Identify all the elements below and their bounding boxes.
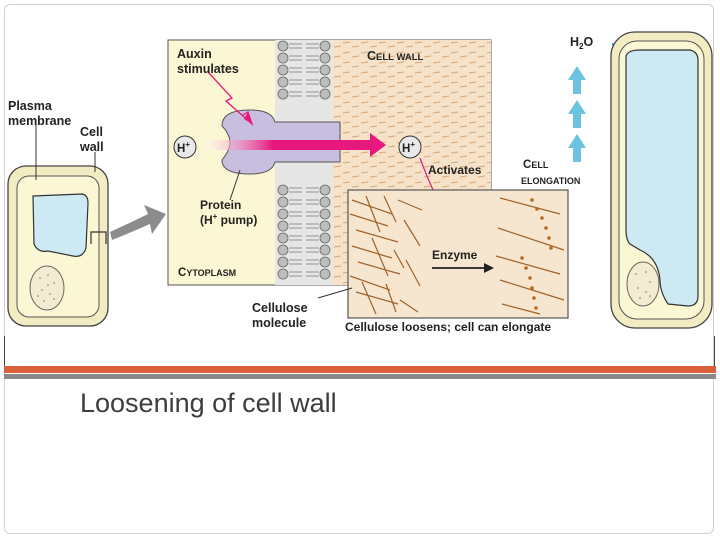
h-plus-left: H+ <box>173 135 197 159</box>
svg-text:H+: H+ <box>402 140 415 155</box>
frame-edge-right <box>714 336 715 370</box>
proton-flow-arrow <box>205 140 373 150</box>
elongated-cell <box>610 31 713 329</box>
auxin-signal-arrow <box>207 71 254 127</box>
accent-bar-shadow <box>4 374 716 379</box>
loosened-cellulose-dots <box>520 198 553 310</box>
h-plus-right: H+ <box>398 135 422 159</box>
cell-wall-loosening-diagram: Plasma membrane Cell wall H+ H+ Auxin st… <box>7 31 713 334</box>
protein-label: Protein <box>200 198 241 212</box>
water-label: H2O <box>570 35 593 51</box>
cell-wall-label-2: wall <box>79 140 104 154</box>
accent-bar <box>4 366 716 373</box>
cellulose-label-2: molecule <box>252 316 306 330</box>
svg-text:H+: H+ <box>177 140 190 155</box>
cellulose-label: Cellulose <box>252 301 308 315</box>
auxin-label: Auxin <box>177 47 212 61</box>
frame-edge-left <box>4 336 5 370</box>
enzyme-label: Enzyme <box>432 248 478 262</box>
large-nucleus <box>626 261 660 307</box>
cell-wall-header: CELL WALL <box>367 49 424 63</box>
zoom-arrow <box>110 205 166 240</box>
cellulose-inset: Enzyme <box>347 189 569 319</box>
plasma-membrane-label: Plasma <box>8 99 53 113</box>
slide-title: Loosening of cell wall <box>80 388 337 418</box>
small-cell <box>7 165 109 327</box>
membrane-bilayer <box>277 40 331 280</box>
small-vacuole <box>32 193 89 257</box>
plasma-membrane-label-2: membrane <box>8 114 71 128</box>
auxin-label-2: stimulates <box>177 62 239 76</box>
large-vacuole <box>625 49 699 307</box>
activates-label: Activates <box>428 163 482 177</box>
cell-wall-label: Cell <box>80 125 103 139</box>
cell-elongation-label-2: ELONGATION <box>521 176 580 186</box>
protein-label-2: (H+ pump) <box>200 212 257 227</box>
elongation-arrows <box>568 66 586 162</box>
cell-elongation-label: CELL <box>523 159 549 171</box>
cytoplasm-label: CYTOPLASM <box>178 267 236 279</box>
cellulose-loosens-caption: Cellulose loosens; cell can elongate <box>345 320 551 334</box>
small-nucleus <box>29 265 65 311</box>
slide-frame <box>4 4 714 534</box>
